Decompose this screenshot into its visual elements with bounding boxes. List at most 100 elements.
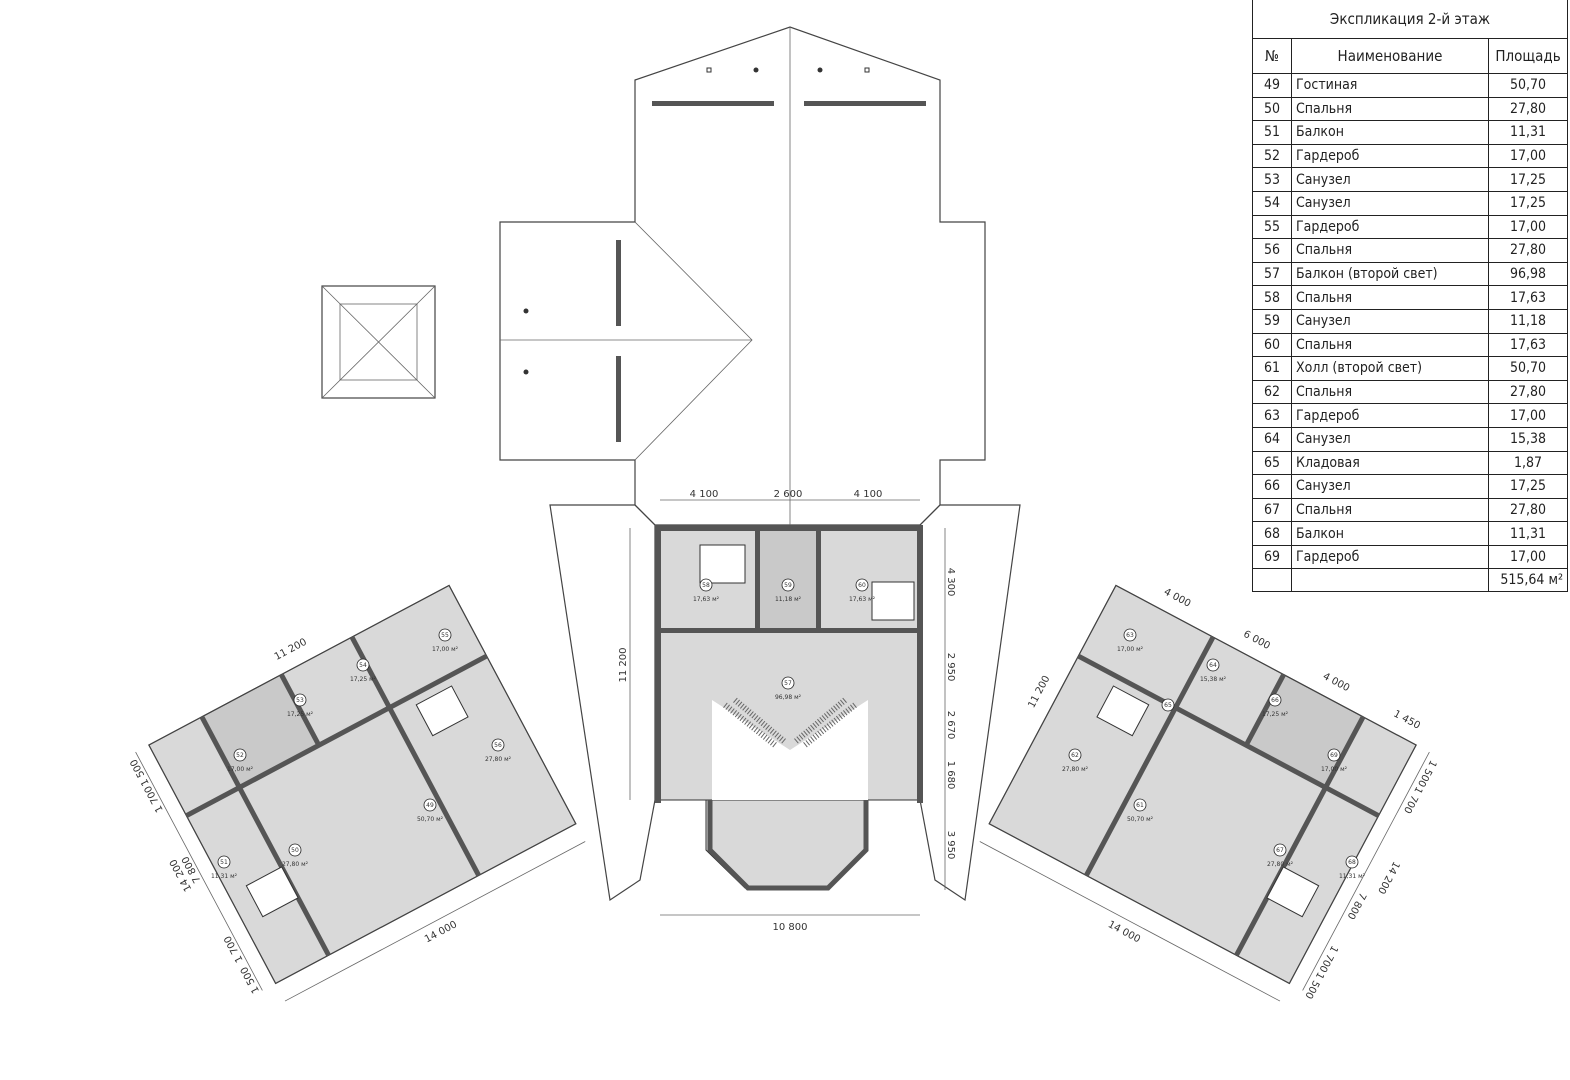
room-number: 64 (1209, 662, 1217, 669)
room-tag-circle (781, 578, 795, 592)
dim-label: 2 950 (945, 653, 956, 682)
dim-label: 1 680 (945, 761, 956, 790)
cell-num: 59 (1252, 308, 1292, 334)
room-number: 55 (441, 632, 449, 639)
room-number: 66 (1271, 697, 1279, 704)
header-name: Наименование (1291, 38, 1489, 74)
header-num: № (1252, 38, 1292, 74)
room-area: 17,00 м² (227, 766, 254, 773)
skylight (321, 285, 436, 399)
room-area: 27,80 м² (282, 861, 309, 868)
cell-area: 17,63 (1488, 332, 1568, 358)
dim-label: 4 000 (1321, 671, 1351, 694)
cell-name: Санузел (1291, 474, 1489, 499)
room-tag-circle (356, 658, 370, 672)
cell-num: 65 (1252, 450, 1292, 476)
room-area: 17,63 м² (849, 596, 876, 603)
cell-num: 63 (1252, 403, 1292, 428)
table-title: Экспликация 2-й этаж (1252, 0, 1568, 39)
cell-num: 54 (1252, 190, 1292, 216)
room-tag-circle (1327, 748, 1341, 762)
dim-label: 11 200 (1026, 674, 1052, 710)
dim-label: 6 000 (1241, 629, 1271, 652)
room-area: 17,00 м² (1117, 646, 1144, 653)
room-area: 27,80 м² (1062, 766, 1089, 773)
cell-name: Санузел (1291, 426, 1489, 452)
room-area: 17,25 м² (1262, 711, 1289, 718)
dim-label: 2 600 (774, 489, 803, 500)
room-tag-circle (1133, 798, 1147, 812)
room-area: 17,25 м² (350, 676, 377, 683)
cell-name: Санузел (1291, 190, 1489, 216)
cell-name: Санузел (1291, 167, 1489, 192)
room-number: 49 (426, 802, 434, 809)
roof-slope-right (919, 504, 1021, 902)
room-area: 17,25 м² (287, 711, 314, 718)
cell-area: 17,25 (1488, 190, 1568, 216)
room-tag-circle (438, 628, 452, 642)
room-number: 58 (702, 582, 710, 589)
room-tag-circle (781, 676, 795, 690)
cell-area: 17,63 (1488, 285, 1568, 310)
room-tag-circle (293, 693, 307, 707)
cell-name: Спальня (1291, 285, 1489, 310)
cell-num: 50 (1252, 96, 1292, 122)
cell-area: 27,80 (1488, 238, 1568, 263)
dim-label: 1 500 (129, 757, 152, 787)
room-tag-circle (1273, 843, 1287, 857)
room-number: 51 (220, 859, 228, 866)
cell-area: 50,70 (1488, 73, 1568, 98)
total-blank (1252, 568, 1292, 593)
room-number: 60 (858, 582, 866, 589)
cell-num: 66 (1252, 474, 1292, 499)
cell-num: 52 (1252, 143, 1292, 169)
cell-area: 27,80 (1488, 379, 1568, 405)
room-number: 61 (1136, 802, 1144, 809)
cell-name: Кладовая (1291, 450, 1489, 476)
room-tag-circle (1123, 628, 1137, 642)
cell-num: 51 (1252, 120, 1292, 145)
cell-num: 55 (1252, 214, 1292, 240)
dim-label: 14 200 (1375, 859, 1401, 895)
room-number: 56 (494, 742, 502, 749)
cell-name: Спальня (1291, 332, 1489, 358)
explication-table: Экспликация 2-й этаж № Наименование Площ… (1252, 0, 1568, 593)
dim-label: 11 200 (618, 648, 629, 683)
room-tag-circle (423, 798, 437, 812)
dim-label: 11 200 (273, 637, 309, 663)
dim-label: 1 500 (239, 965, 262, 995)
cell-area: 17,00 (1488, 544, 1568, 570)
room-tag-circle (491, 738, 505, 752)
dim-label: 14 000 (423, 919, 459, 945)
cell-num: 69 (1252, 544, 1292, 570)
cell-area: 1,87 (1488, 450, 1568, 476)
dim-label: 4 000 (1162, 587, 1192, 610)
cell-area: 27,80 (1488, 96, 1568, 122)
cell-area: 50,70 (1488, 356, 1568, 381)
cell-name: Спальня (1291, 238, 1489, 263)
room-number: 69 (1330, 752, 1338, 759)
cell-num: 64 (1252, 426, 1292, 452)
dim-label: 4 100 (690, 489, 719, 500)
total-area: 515,64 м² (1488, 568, 1568, 593)
room-area: 15,38 м² (1200, 676, 1227, 683)
room-area: 17,00 м² (1321, 766, 1348, 773)
cell-name: Балкон (второй свет) (1291, 261, 1489, 287)
room-number: 67 (1276, 847, 1284, 854)
room-tag-circle (699, 578, 713, 592)
cell-area: 17,00 (1488, 403, 1568, 428)
central-block (629, 499, 946, 916)
dim-label: 1 700 (222, 934, 245, 964)
